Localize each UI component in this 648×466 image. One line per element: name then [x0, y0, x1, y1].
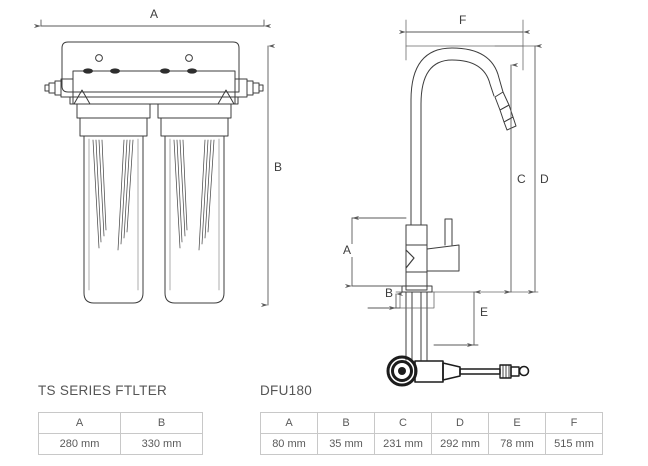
filter-housing-bowl-right	[157, 103, 232, 304]
table-value-cell: 231 mm	[374, 433, 432, 455]
faucet-body-column	[405, 224, 428, 291]
table-header-cell: C	[374, 412, 432, 434]
table-header-cell: F	[545, 412, 603, 434]
table-value-cell: 80 mm	[260, 433, 318, 455]
ts-series-dimension-table: A B 280 mm 330 mm	[38, 412, 203, 455]
filter-side-port-right	[246, 80, 264, 96]
table-header-cell: B	[317, 412, 375, 434]
table-header-cell: D	[431, 412, 489, 434]
table-row-values: 80 mm 35 mm 231 mm 292 mm 78 mm 515 mm	[260, 433, 603, 455]
table-value-cell: 35 mm	[317, 433, 375, 455]
dimension-line-a-left	[33, 19, 272, 29]
table-value-cell: 280 mm	[38, 433, 121, 455]
dimension-label-b-right: B	[383, 286, 396, 300]
dfu180-dimension-table: A B C D E F 80 mm 35 mm 231 mm 292 mm 78…	[260, 412, 603, 455]
faucet-gooseneck-spout	[410, 47, 517, 226]
table-row-headers: A B	[38, 412, 203, 434]
filter-mounting-bracket	[61, 41, 240, 93]
table-value-cell: 515 mm	[545, 433, 603, 455]
dimension-label-b-left: B	[272, 160, 285, 174]
dfu180-faucet-drawing	[344, 19, 543, 387]
dimension-label-a-right: A	[341, 243, 354, 257]
faucet-handle-lever	[426, 218, 460, 272]
table-value-cell: 78 mm	[488, 433, 546, 455]
dimension-label-f: F	[457, 13, 469, 27]
dimension-line-e	[433, 289, 482, 348]
table-header-cell: A	[260, 412, 318, 434]
right-product-caption: DFU180	[260, 383, 313, 398]
table-row-values: 280 mm 330 mm	[38, 433, 203, 455]
dimension-label-a-left: A	[148, 7, 161, 21]
dimension-line-b-right	[367, 291, 404, 311]
table-row-headers: A B C D E F	[260, 412, 603, 434]
aerator-adapter-part	[386, 355, 530, 387]
dimension-label-e: E	[478, 305, 491, 319]
table-value-cell: 330 mm	[120, 433, 203, 455]
dimension-label-c: C	[515, 172, 528, 186]
faucet-base-shank	[399, 285, 435, 361]
dimension-line-a-right	[344, 215, 407, 289]
ts-series-filter-drawing	[33, 19, 276, 308]
left-product-caption: TS SERIES FTLTER	[38, 383, 168, 398]
filter-housing-bowl-left	[76, 103, 151, 304]
table-value-cell: 292 mm	[431, 433, 489, 455]
table-header-cell: B	[120, 412, 203, 434]
table-header-cell: A	[38, 412, 121, 434]
table-header-cell: E	[488, 412, 546, 434]
filter-manifold-head	[60, 68, 248, 105]
filter-side-port-left	[44, 80, 62, 96]
dimension-label-d: D	[538, 172, 551, 186]
